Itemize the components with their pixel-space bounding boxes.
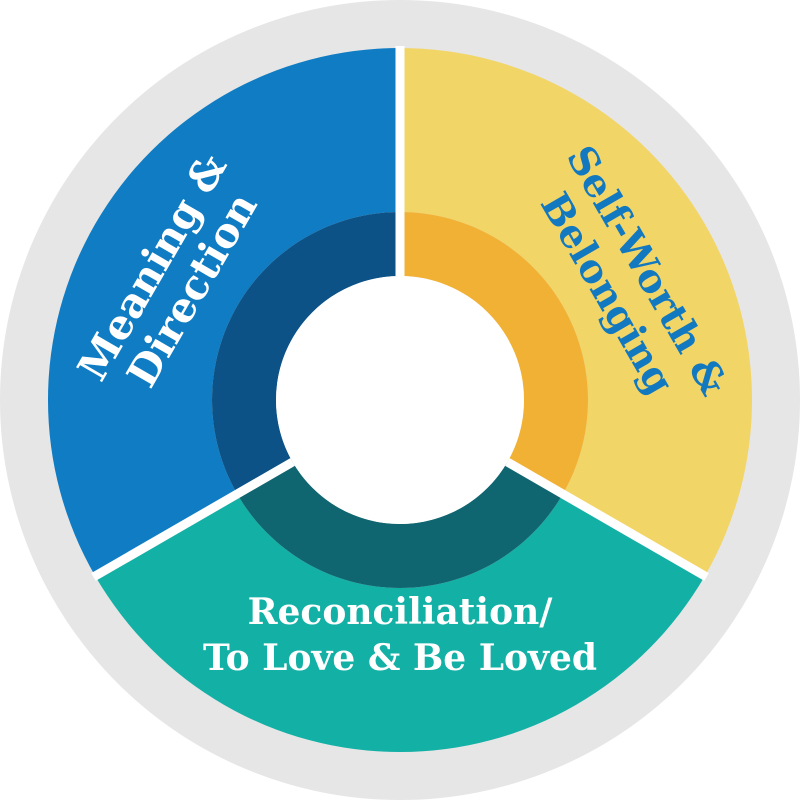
segment-self-worth-belonging: [400, 48, 753, 576]
segment-reconciliation-inner-band: [237, 462, 563, 588]
label-reconciliation-line-1: Reconciliation/: [248, 591, 554, 633]
center-circle: [276, 276, 524, 524]
label-reconciliation: Reconciliation/ To Love & Be Loved: [203, 591, 597, 679]
separator-lower-left: [91, 458, 295, 581]
segment-reconciliation: [95, 494, 705, 752]
separator-lower-right: [505, 458, 709, 581]
segment-self-worth-belonging-inner-band: [400, 212, 588, 494]
segment-meaning-direction-inner-band: [212, 212, 400, 494]
label-reconciliation-line-2: To Love & Be Loved: [203, 637, 597, 679]
segment-meaning-direction: [47, 48, 400, 576]
